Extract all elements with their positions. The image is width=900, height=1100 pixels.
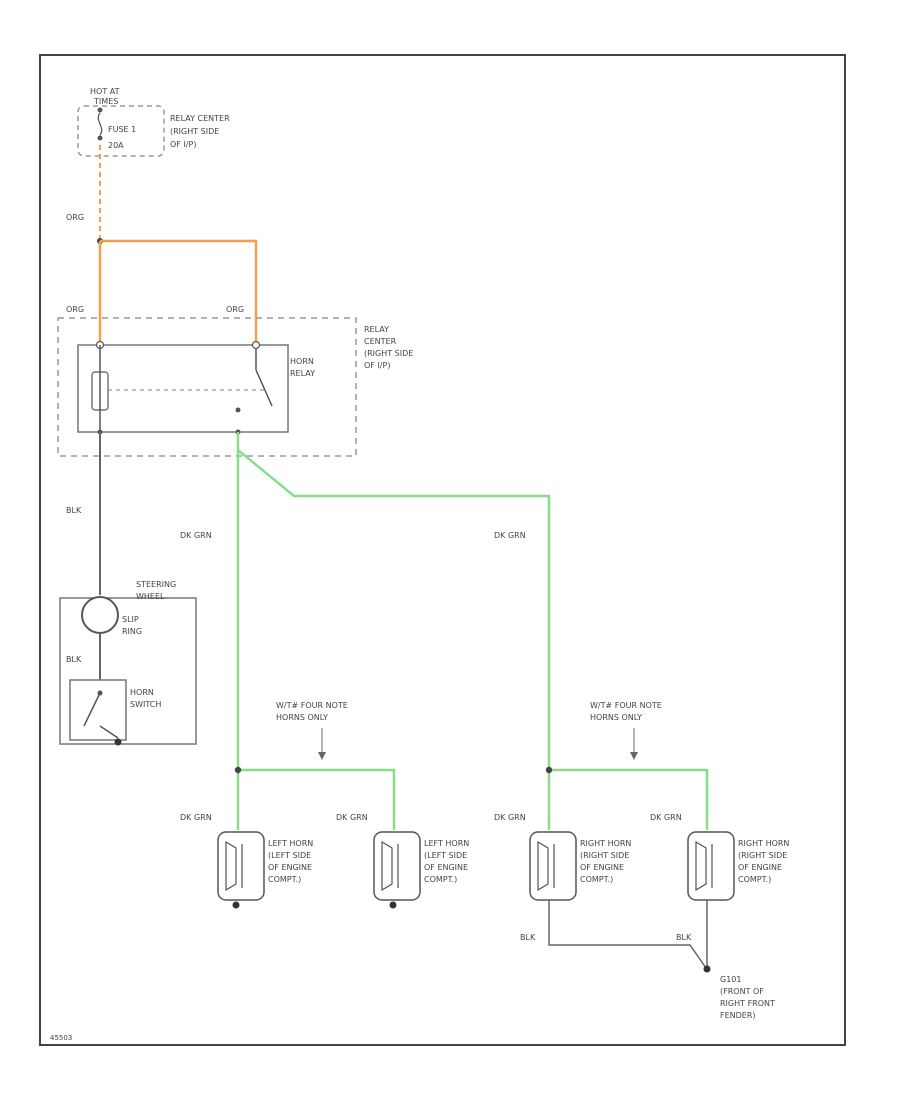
label-left-horn-2b: (LEFT SIDE (424, 851, 467, 860)
label-left-horn-2d: COMPT.) (424, 875, 457, 884)
wire-org-relay-switch (100, 239, 258, 345)
horn-switch-box (69, 679, 127, 741)
horn-switch-blade (83, 692, 101, 727)
label-left-horn-2a: LEFT HORN (424, 839, 469, 848)
label-four-note-right-1: W/T# FOUR NOTE (590, 701, 662, 710)
label-right-horn-2d: COMPT.) (738, 875, 771, 884)
label-relay-center-mid-4: OF I/P) (364, 361, 390, 370)
label-ground-2: (FRONT OF (720, 987, 764, 996)
left-horn-1-ground (232, 901, 240, 909)
label-wire-dkgrn-left: DK GRN (180, 531, 212, 540)
wire-blk-ground (548, 900, 707, 969)
label-right-horn-2b: (RIGHT SIDE (738, 851, 787, 860)
label-left-horn-2c: OF ENGINE (424, 863, 468, 872)
label-ground-3: RIGHT FRONT (720, 999, 775, 1008)
four-note-arrowhead-left (318, 752, 326, 760)
left-horn-1 (217, 831, 265, 901)
label-ground-4: FENDER) (720, 1011, 756, 1020)
splice-left (234, 766, 242, 774)
label-right-horn-2c: OF ENGINE (738, 863, 782, 872)
wire-dkgrn-h2 (238, 768, 396, 830)
label-wire-org-left: ORG (66, 305, 84, 314)
label-wire-dkgrn-right: DK GRN (494, 531, 526, 540)
fuse-block (77, 105, 165, 157)
left-horn-2-ground (389, 901, 397, 909)
label-dkgrn-h2: DK GRN (336, 813, 368, 822)
label-horn-switch-2: SWITCH (130, 700, 161, 709)
label-right-horn-1b: (RIGHT SIDE (580, 851, 629, 860)
ground-g101-icon (703, 965, 711, 973)
left-horn-2 (373, 831, 421, 901)
label-left-horn-1d: COMPT.) (268, 875, 301, 884)
label-steering-1: STEERING (136, 580, 176, 589)
fuse-terminal-bottom (97, 135, 103, 141)
label-fuse-rating: 20A (108, 141, 124, 150)
label-wire-blk-3: BLK (520, 933, 536, 942)
label-left-horn-1c: OF ENGINE (268, 863, 312, 872)
label-wire-blk-4: BLK (676, 933, 692, 942)
label-horn-switch-1: HORN (130, 688, 154, 697)
four-note-arrowhead-right (630, 752, 638, 760)
horn-switch-ground-lead (99, 725, 119, 739)
figure-id: 45503 (50, 1034, 72, 1042)
relay-switch-blade (255, 369, 273, 407)
label-hot-at: HOT AT (90, 87, 120, 96)
horn-relay-box (77, 344, 289, 433)
label-right-horn-2a: RIGHT HORN (738, 839, 789, 848)
label-right-horn-1a: RIGHT HORN (580, 839, 631, 848)
label-wire-org-right: ORG (226, 305, 244, 314)
label-wire-blk-1: BLK (66, 506, 82, 515)
wire-dkgrn-right (237, 449, 551, 770)
label-left-horn-1a: LEFT HORN (268, 839, 313, 848)
label-dkgrn-h1: DK GRN (180, 813, 212, 822)
label-slip-1: SLIP (122, 615, 139, 624)
label-relay-center-mid-2: CENTER (364, 337, 397, 346)
label-wire-blk-2: BLK (66, 655, 82, 664)
right-horn-2 (687, 831, 735, 901)
label-relay-center-top-3: OF I/P) (170, 140, 196, 149)
label-steering-2: WHEEL (136, 592, 165, 601)
label-dkgrn-h3: DK GRN (494, 813, 526, 822)
fuse-element (97, 112, 103, 136)
label-wire-org-top: ORG (66, 213, 84, 222)
label-relay-center-mid-1: RELAY (364, 325, 389, 334)
label-relay-center-top-2: (RIGHT SIDE (170, 127, 219, 136)
label-horn-relay-1: HORN (290, 357, 314, 366)
label-times: TIMES (93, 97, 118, 106)
splice-right (545, 766, 553, 774)
label-four-note-right-2: HORNS ONLY (590, 713, 642, 722)
label-ground-1: G101 (720, 975, 741, 984)
right-horn-1 (529, 831, 577, 901)
label-right-horn-1d: COMPT.) (580, 875, 613, 884)
wire-dkgrn-h4 (549, 768, 709, 830)
label-four-note-left-1: W/T# FOUR NOTE (276, 701, 348, 710)
label-dkgrn-h4: DK GRN (650, 813, 682, 822)
label-left-horn-1b: (LEFT SIDE (268, 851, 311, 860)
slip-ring-icon (81, 596, 119, 634)
diagram-border (39, 54, 846, 1046)
label-horn-relay-2: RELAY (290, 369, 315, 378)
steering-wheel-box (59, 597, 197, 745)
label-right-horn-1c: OF ENGINE (580, 863, 624, 872)
label-fuse-name: FUSE 1 (108, 125, 136, 134)
label-relay-center-mid-3: (RIGHT SIDE (364, 349, 413, 358)
relay-center-box (57, 317, 357, 457)
horn-switch-ground (114, 738, 122, 746)
relay-terminal-2 (251, 340, 261, 350)
relay-contact (235, 407, 241, 413)
fuse-terminal-top (97, 107, 103, 113)
label-four-note-left-2: HORNS ONLY (276, 713, 328, 722)
label-relay-center-top-1: RELAY CENTER (170, 114, 230, 123)
label-slip-2: RING (122, 627, 142, 636)
